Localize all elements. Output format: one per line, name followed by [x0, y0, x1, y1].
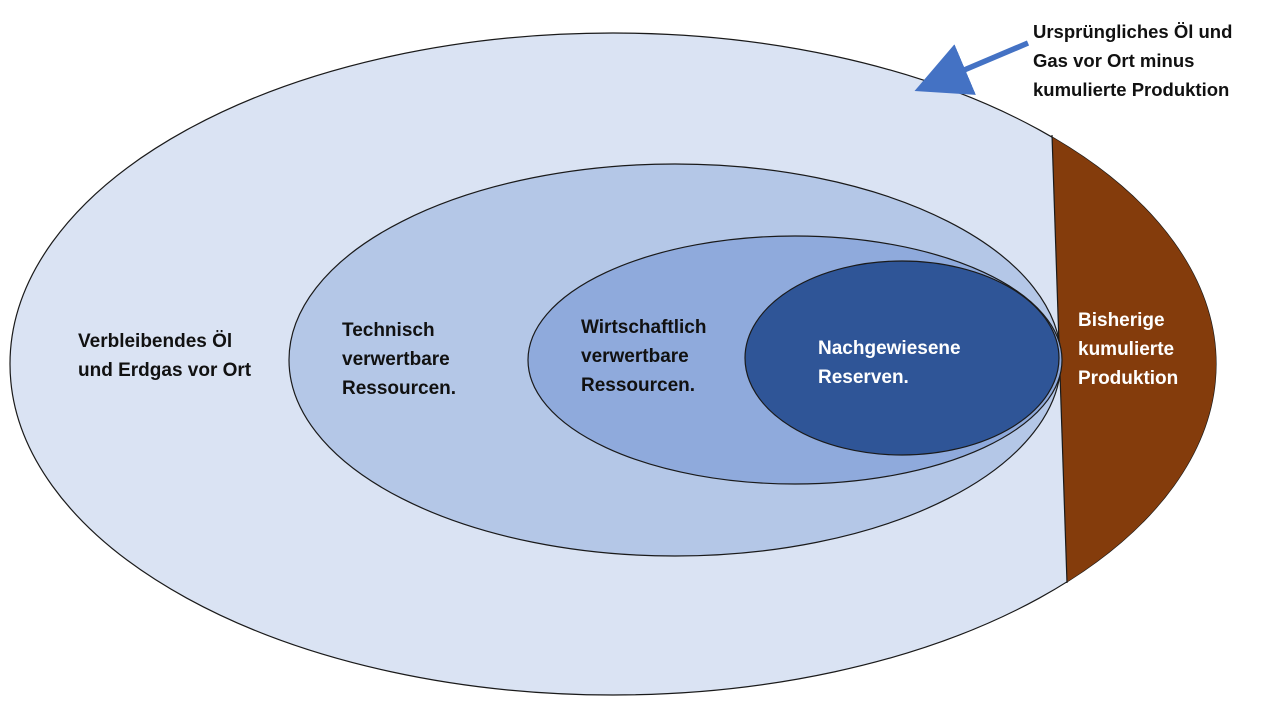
- label-technical-resources: Technisch verwertbare Ressourcen.: [342, 320, 457, 399]
- cumulative-production-segment: [1052, 135, 1216, 583]
- proven-reserves-ellipse: [744, 260, 1060, 456]
- pointer-arrow: [914, 40, 1030, 95]
- label-cumulative-production: Bisherige kumulierte Produktion: [1078, 310, 1179, 389]
- label-original-in-place-minus-production: Ursprüngliches Öl und Gas vor Ort minus …: [1033, 21, 1233, 100]
- label-remaining-in-place: Verbleibendes Öl und Erdgas vor Ort: [78, 331, 252, 381]
- label-economic-resources: Wirtschaftlich verwertbare Ressourcen.: [581, 317, 707, 396]
- label-proven-reserves: Nachgewiesene Reserven.: [818, 338, 961, 388]
